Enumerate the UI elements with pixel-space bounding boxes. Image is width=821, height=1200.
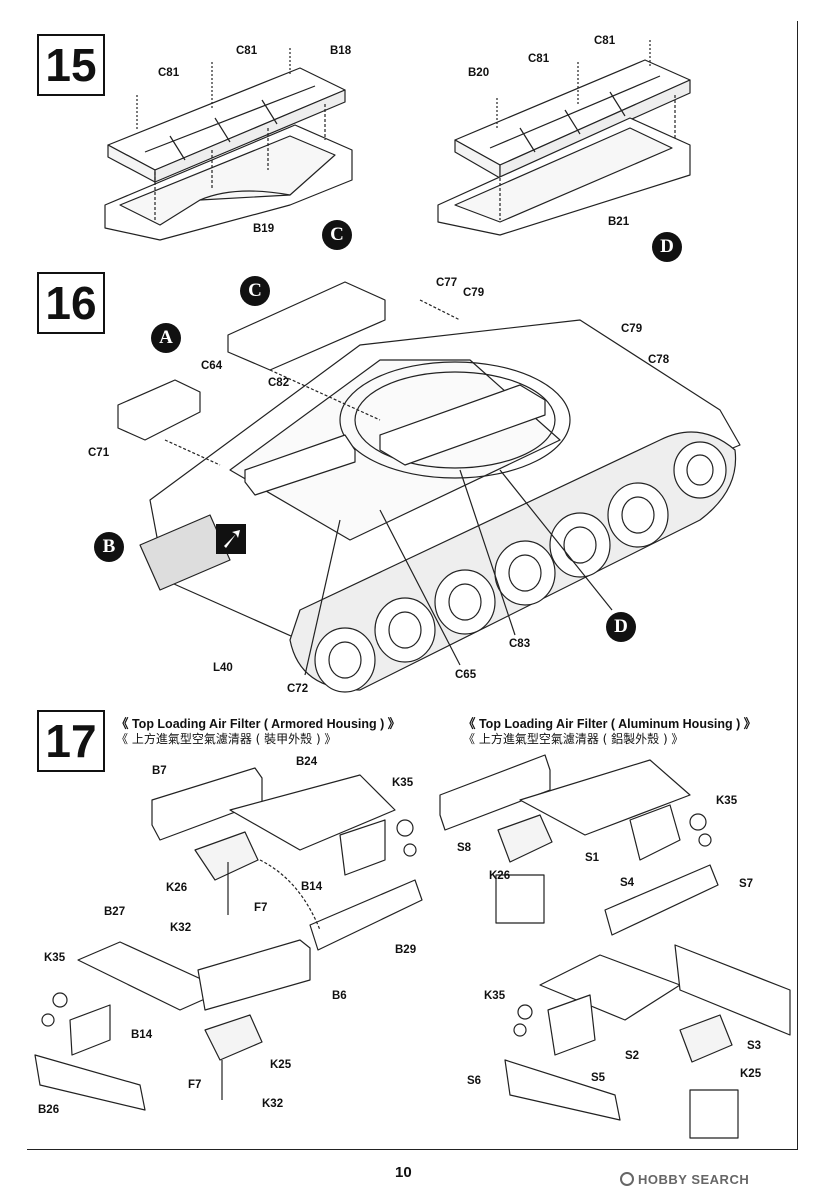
- part-label: C64: [201, 360, 223, 372]
- step-number-text: 16: [45, 277, 97, 329]
- part-label: C83: [509, 638, 531, 650]
- part-label: S2: [625, 1050, 640, 1062]
- page-number: 10: [395, 1164, 412, 1181]
- assembly-marker-d: D: [652, 232, 682, 262]
- step-number-17: 17: [37, 710, 105, 772]
- part-label: S3: [747, 1040, 762, 1052]
- part-label: B14: [301, 881, 323, 893]
- assembly-marker-d: D: [606, 612, 636, 642]
- part-label: C72: [287, 683, 309, 695]
- watermark-text: HOBBY SEARCH: [638, 1172, 750, 1187]
- part-label: C77: [436, 277, 458, 289]
- part-label: B7: [152, 765, 167, 777]
- part-label: S4: [620, 877, 635, 889]
- part-label: C79: [621, 323, 643, 335]
- step-number-16: 16: [37, 272, 105, 334]
- part-label: C71: [88, 447, 110, 459]
- part-label: C82: [268, 377, 290, 389]
- part-label: K35: [716, 795, 738, 807]
- assembly-marker-a: A: [151, 323, 181, 353]
- step17-aluminum-parts: [439, 754, 791, 1139]
- part-label: K25: [270, 1059, 292, 1071]
- part-label: S7: [739, 878, 754, 890]
- part-label: B24: [296, 756, 318, 768]
- step-number-15: 15: [37, 34, 105, 96]
- part-label: B19: [253, 223, 275, 235]
- part-label: C81: [236, 45, 258, 57]
- part-label: C81: [528, 53, 550, 65]
- part-label: B6: [332, 990, 347, 1002]
- part-label: C78: [648, 354, 670, 366]
- part-label: B18: [330, 45, 352, 57]
- part-label: B14: [131, 1029, 153, 1041]
- part-label: B26: [38, 1104, 60, 1116]
- step15-left-parts: [104, 48, 353, 241]
- step-number-text: 17: [45, 715, 97, 767]
- part-label: K32: [262, 1098, 284, 1110]
- part-label: B29: [395, 944, 417, 956]
- part-label: L40: [213, 662, 233, 674]
- part-label: F7: [254, 902, 268, 914]
- attach-arrow-icon: [216, 524, 246, 554]
- step-number-text: 15: [45, 39, 97, 91]
- section-title-armored: 《 Top Loading Air Filter ( Armored Housi…: [116, 717, 401, 731]
- part-label: S8: [457, 842, 472, 854]
- step16-tank: [117, 281, 741, 693]
- page-border: [27, 21, 798, 1150]
- part-label: K35: [392, 777, 414, 789]
- step17-armored-parts: [34, 767, 423, 1111]
- section-title-armored-cn: 《 上方進氣型空氣濾清器 ( 裝甲外殼 ) 》: [116, 732, 337, 746]
- part-label: K35: [484, 990, 506, 1002]
- part-label: B20: [468, 67, 490, 79]
- watermark-logo-icon: [620, 1172, 634, 1186]
- assembly-marker-b: B: [94, 532, 124, 562]
- part-label: C81: [158, 67, 180, 79]
- part-label: K26: [489, 870, 511, 882]
- part-label: K26: [166, 882, 188, 894]
- part-label: C79: [463, 287, 485, 299]
- part-label: K25: [740, 1068, 762, 1080]
- part-label: S5: [591, 1072, 606, 1084]
- assembly-marker-c: C: [240, 276, 270, 306]
- assembly-marker-c: C: [322, 220, 352, 250]
- part-label: C65: [455, 669, 477, 681]
- part-label: S1: [585, 852, 600, 864]
- part-label: B27: [104, 906, 126, 918]
- part-label: C81: [594, 35, 616, 47]
- section-title-aluminum: 《 Top Loading Air Filter ( Aluminum Hous…: [463, 717, 757, 731]
- part-label: K32: [170, 922, 192, 934]
- part-label: K35: [44, 952, 66, 964]
- part-label: S6: [467, 1075, 482, 1087]
- step15-right-parts: [437, 40, 691, 236]
- section-title-aluminum-cn: 《 上方進氣型空氣濾清器 ( 鋁製外殼 ) 》: [463, 732, 684, 746]
- part-label: F7: [188, 1079, 202, 1091]
- part-label: B21: [608, 216, 630, 228]
